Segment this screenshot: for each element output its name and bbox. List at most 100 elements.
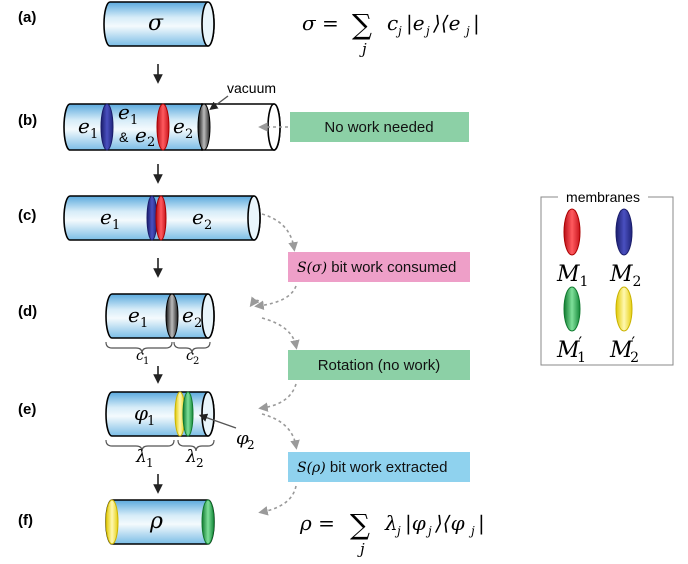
- gray-arrow-to-e: [258, 383, 297, 412]
- brace-lambda1: [105, 439, 175, 452]
- svg-text:e: e: [182, 303, 194, 327]
- rho-equation: ρ = ∑ j λ j |φ j ⟩⟨φ j |: [299, 508, 485, 558]
- svg-text:j: j: [394, 524, 401, 538]
- phi2-pointer: [198, 413, 237, 429]
- no-work-box: No work needed: [290, 112, 469, 142]
- vacuum-label: vacuum: [227, 80, 276, 96]
- legend-swatch-m1-prime: [563, 286, 581, 332]
- svg-text:j: j: [463, 24, 470, 38]
- gray-arrow-to-d: [254, 285, 297, 311]
- svg-text:1: 1: [140, 316, 148, 331]
- svg-text:c: c: [387, 11, 398, 35]
- consumed-box: S(σ) bit work consumed: [288, 252, 470, 282]
- cylinder-b: e 1 e 1 & e 2 e 2: [63, 100, 281, 151]
- gray-arrow-d-out: [261, 317, 300, 350]
- membrane-m1: [156, 103, 170, 151]
- brace-lambda2: [177, 439, 215, 452]
- legend-swatch-m2-prime: [615, 286, 633, 332]
- svg-text:2: 2: [193, 356, 199, 367]
- svg-text:λ: λ: [135, 447, 147, 467]
- legend-swatch-m2: [615, 208, 633, 256]
- svg-text:1: 1: [90, 127, 98, 142]
- svg-text:j: j: [357, 540, 365, 558]
- svg-text:⟩⟨e: ⟩⟨e: [432, 11, 460, 35]
- panel-label-a: (a): [18, 9, 36, 26]
- svg-text:⟩⟨φ: ⟩⟨φ: [434, 511, 465, 535]
- brace-c2: [173, 341, 211, 354]
- svg-text:|φ: |φ: [405, 511, 426, 536]
- panel-label-c: (c): [18, 207, 36, 224]
- svg-text:1: 1: [146, 456, 154, 470]
- svg-text:2: 2: [196, 456, 204, 470]
- svg-text:c: c: [136, 348, 144, 364]
- panel-label-f: (f): [18, 512, 33, 529]
- svg-text:e: e: [173, 114, 185, 138]
- svg-text:|: |: [478, 511, 485, 536]
- legend-label-m2-prime: M′2: [609, 333, 639, 366]
- svg-text:No work needed: No work needed: [324, 119, 433, 136]
- svg-text:φ: φ: [134, 401, 148, 425]
- membranes-legend: membranes M1 M2 M′1 M′2: [540, 189, 674, 366]
- gray-arrow-e-out: [261, 413, 300, 450]
- brace-c1: [105, 341, 173, 354]
- legend-label-m2: M2: [609, 262, 641, 290]
- svg-text:σ =: σ =: [302, 11, 339, 35]
- svg-text:e: e: [100, 205, 112, 229]
- svg-text:c: c: [186, 348, 194, 364]
- svg-text:S(ρ) bit work extracted: S(ρ) bit work extracted: [297, 459, 447, 476]
- svg-text:ρ =: ρ =: [299, 511, 335, 535]
- no-work-box-bg: [290, 112, 469, 142]
- extracted-box-bg: [288, 452, 470, 482]
- svg-text:∑: ∑: [352, 8, 372, 41]
- svg-text:e: e: [78, 114, 90, 138]
- legend-label-m1-prime: M′1: [556, 333, 586, 366]
- gray-arrow-c: [261, 213, 298, 252]
- membrane-m2: [100, 103, 114, 151]
- cylinder-c: e 1 e 2: [63, 195, 261, 241]
- svg-text:λ: λ: [384, 511, 398, 535]
- svg-text:|: |: [473, 11, 480, 36]
- svg-text:j: j: [359, 40, 367, 58]
- panel-label-b: (b): [18, 112, 37, 129]
- svg-text:S(σ) bit work consumed: S(σ) bit work consumed: [297, 259, 456, 276]
- cylinder-f: ρ: [105, 499, 215, 545]
- svg-text:2: 2: [204, 218, 212, 233]
- panel-label-d: (d): [18, 303, 37, 320]
- svg-text:e: e: [192, 205, 204, 229]
- cylinder-e: φ 1: [105, 391, 215, 437]
- cylinder-d: e 1 e 2: [105, 293, 215, 339]
- svg-text:&: &: [119, 129, 129, 145]
- svg-text:j: j: [395, 24, 402, 38]
- svg-text:|e: |e: [406, 11, 425, 36]
- rotation-box-bg: [288, 350, 470, 380]
- panel-label-e: (e): [18, 401, 36, 418]
- svg-text:2: 2: [194, 316, 202, 331]
- svg-text:e: e: [135, 123, 147, 147]
- legend-swatch-m1: [563, 208, 581, 256]
- svg-text:∑: ∑: [350, 508, 370, 541]
- svg-text:φ: φ: [236, 428, 249, 449]
- gray-arrow-to-f: [258, 485, 297, 516]
- svg-text:1: 1: [130, 113, 138, 128]
- svg-text:λ: λ: [185, 447, 197, 467]
- sigma-label: σ: [148, 11, 164, 36]
- legend-label-m1: M1: [556, 262, 588, 290]
- vacuum-pointer: [209, 95, 229, 111]
- consumed-box-bg: [288, 252, 470, 282]
- extracted-box: S(ρ) bit work extracted: [288, 452, 470, 482]
- svg-text:2: 2: [185, 127, 193, 142]
- svg-text:1: 1: [143, 356, 149, 367]
- legend-title: membranes: [566, 189, 640, 205]
- svg-text:Rotation (no work): Rotation (no work): [318, 357, 441, 374]
- rho-label: ρ: [149, 509, 163, 534]
- membrane-black: [197, 103, 211, 151]
- svg-text:e: e: [118, 100, 130, 124]
- svg-text:j: j: [425, 524, 432, 538]
- svg-text:j: j: [468, 524, 475, 538]
- cylinder-a: σ: [103, 1, 215, 47]
- svg-text:j: j: [423, 24, 430, 38]
- svg-text:1: 1: [147, 414, 155, 429]
- svg-text:1: 1: [112, 218, 120, 233]
- svg-text:2: 2: [247, 438, 255, 452]
